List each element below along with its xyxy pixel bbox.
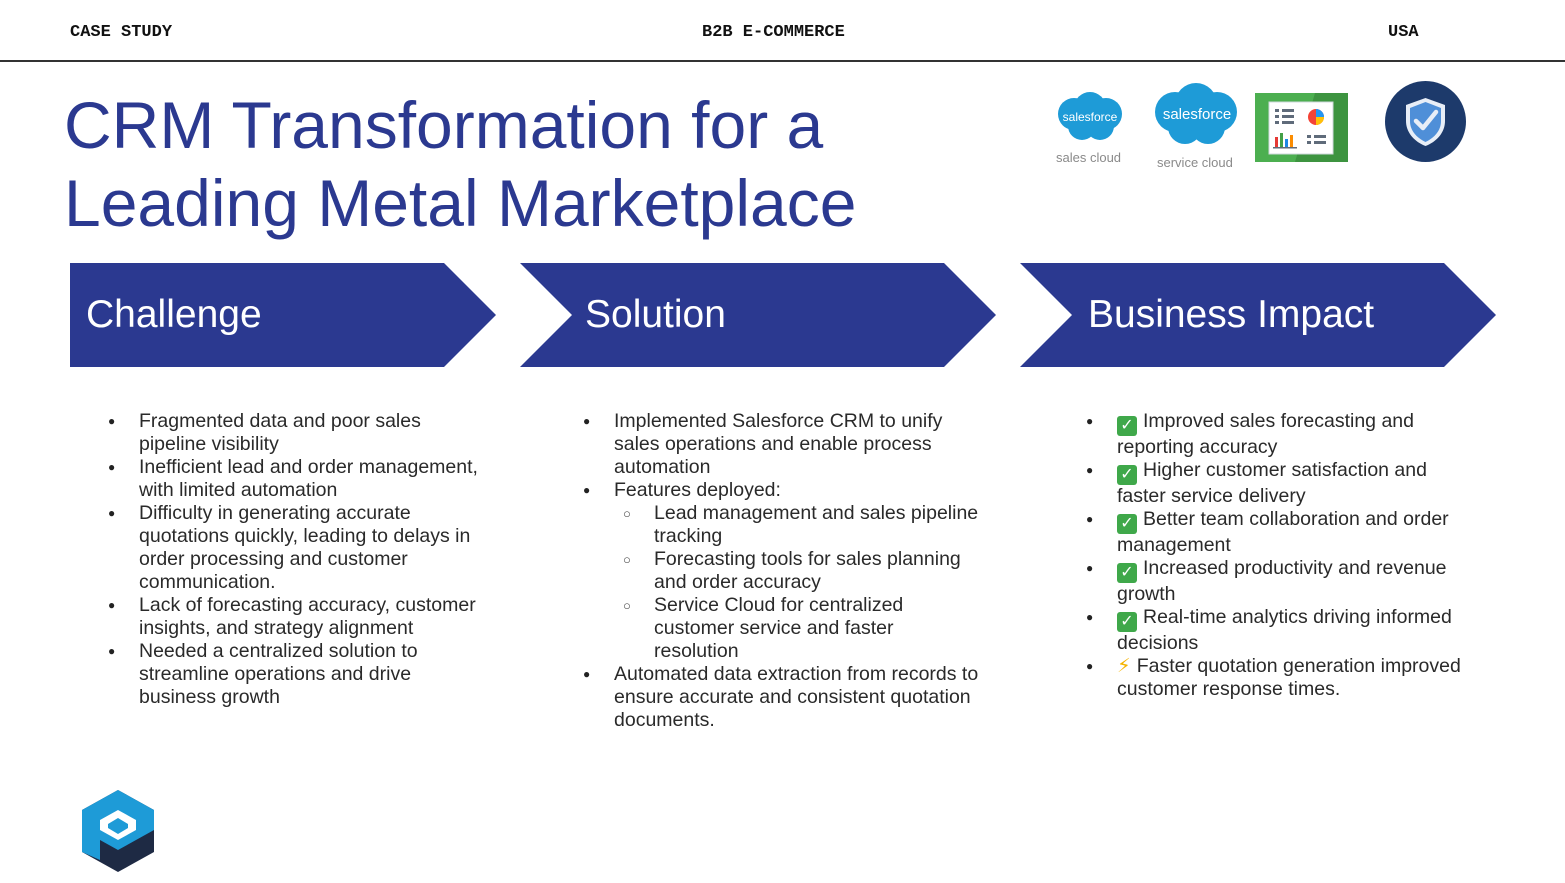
title-line-1: CRM Transformation for a [64,88,824,162]
check-icon: ✓ [1117,612,1137,632]
challenge-item: Inefficient lead and order management, w… [108,456,490,502]
impact-list: ✓Improved sales forecasting and reportin… [1086,410,1481,701]
check-icon: ✓ [1117,563,1137,583]
impact-arrow-shape [1020,263,1496,367]
challenge-item: Needed a centralized solution to streaml… [108,640,490,709]
impact-item-text: Increased productivity and revenue growt… [1117,557,1447,605]
solution-intro-item: Implemented Salesforce CRM to unify sale… [583,410,983,479]
page-title: CRM Transformation for a Leading Metal M… [64,86,964,242]
case-study-tag: CASE STUDY [70,23,173,42]
impact-item-text: Improved sales forecasting and reporting… [1117,410,1414,458]
country-tag: USA [1388,23,1419,42]
solution-list: Implemented Salesforce CRM to unify sale… [583,410,983,732]
impact-heading: Business Impact [1088,293,1375,336]
impact-item: ✓Real-time analytics driving informed de… [1086,606,1481,655]
challenge-item: Fragmented data and poor sales pipeline … [108,410,490,456]
solution-heading: Solution [585,293,726,336]
sales-cloud-brand-text: salesforce [1063,110,1118,124]
industry-tag: B2B E-COMMERCE [702,23,845,42]
solution-closing-item: Automated data extraction from records t… [583,663,983,732]
challenge-list-column: Fragmented data and poor sales pipeline … [108,410,490,709]
check-icon: ✓ [1117,416,1137,436]
feature-item: Forecasting tools for sales planning and… [583,548,983,594]
feature-item: Lead management and sales pipeline track… [583,502,983,548]
impact-item: ⚡Faster quotation generation improved cu… [1086,655,1481,701]
shield-check-icon [1385,81,1466,167]
check-icon: ✓ [1117,514,1137,534]
impact-item-text: Higher customer satisfaction and faster … [1117,459,1427,507]
feature-item: Service Cloud for centralized customer s… [583,594,983,663]
top-header-bar: CASE STUDY B2B E-COMMERCE USA [0,0,1565,62]
impact-item: ✓Better team collaboration and order man… [1086,508,1481,557]
solution-arrow-shape [520,263,996,367]
title-line-2: Leading Metal Marketplace [64,166,857,240]
impact-list-column: ✓Improved sales forecasting and reportin… [1086,410,1481,701]
check-icon: ✓ [1117,465,1137,485]
challenge-arrow-shape [70,263,496,367]
service-cloud-caption: service cloud [1157,155,1233,170]
challenge-list: Fragmented data and poor sales pipeline … [108,410,490,709]
impact-item-text: Real-time analytics driving informed dec… [1117,606,1452,654]
company-logo [82,790,154,877]
challenge-heading: Challenge [86,293,262,336]
impact-item: ✓Improved sales forecasting and reportin… [1086,410,1481,459]
features-label-item: Features deployed: [583,479,983,502]
report-dashboard-icon [1255,93,1348,167]
solution-header: Solution [520,263,996,367]
impact-item: ✓Increased productivity and revenue grow… [1086,557,1481,606]
salesforce-sales-cloud-logo: salesforce [1052,90,1128,146]
challenge-header: Challenge [70,263,546,367]
impact-header: Business Impact [1020,263,1496,367]
impact-item-text: Better team collaboration and order mana… [1117,508,1449,556]
impact-item-text: Faster quotation generation improved cus… [1117,655,1461,700]
service-cloud-brand-text: salesforce [1163,106,1231,123]
sales-cloud-caption: sales cloud [1056,150,1122,165]
solution-list-column: Implemented Salesforce CRM to unify sale… [583,410,983,732]
impact-item: ✓Higher customer satisfaction and faster… [1086,459,1481,508]
challenge-item: Difficulty in generating accurate quotat… [108,502,490,594]
lightning-icon: ⚡ [1117,655,1131,677]
salesforce-service-cloud-logo: salesforce [1148,82,1244,152]
challenge-item: Lack of forecasting accuracy, customer i… [108,594,490,640]
